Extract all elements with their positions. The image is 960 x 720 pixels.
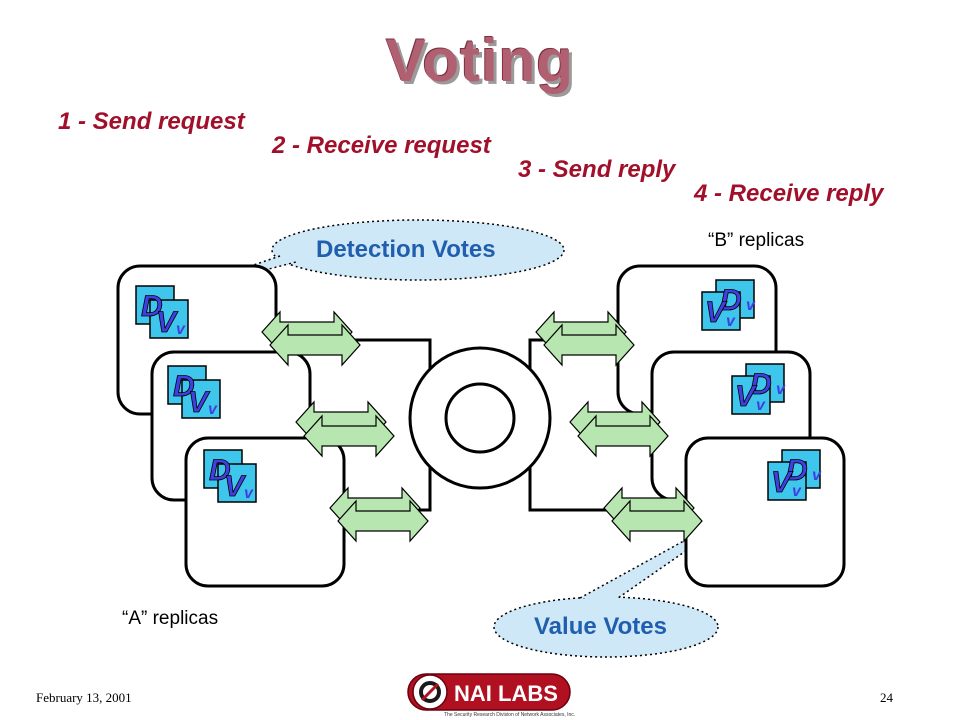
d-letter: D bbox=[786, 454, 808, 487]
page-number: 24 bbox=[880, 690, 893, 705]
v-letter: V bbox=[735, 380, 758, 413]
v-subscript: v bbox=[776, 381, 786, 398]
logo-name: NAI LABS bbox=[454, 681, 558, 706]
central-ring bbox=[408, 346, 552, 490]
step-receive-reply: 4 - Receive reply bbox=[694, 180, 884, 207]
v-letter: V bbox=[188, 386, 211, 419]
d-letter: D bbox=[141, 290, 163, 323]
v-letter: V bbox=[156, 306, 179, 339]
v-subscript: v bbox=[792, 483, 802, 500]
detection-votes-label: Detection Votes bbox=[316, 236, 496, 263]
v-subscript: v bbox=[176, 321, 186, 338]
v-letter: V bbox=[705, 296, 728, 329]
nai-labs-logo: NAI LABS The Security Research Division … bbox=[407, 673, 575, 718]
b-replicas-group bbox=[616, 264, 846, 588]
slide-title: Voting bbox=[385, 27, 575, 94]
value-votes-label: Value Votes bbox=[534, 613, 667, 640]
v-letter: V bbox=[771, 466, 794, 499]
v-subscript: v bbox=[208, 401, 218, 418]
v-subscript: v bbox=[746, 297, 756, 314]
dv-mark-a-1: D V v bbox=[135, 285, 189, 339]
v-subscript: v bbox=[244, 485, 254, 502]
dv-mark-a-3: D V v bbox=[203, 449, 257, 503]
dv-mark-b-1: D V v v bbox=[701, 279, 756, 331]
dv-mark-b-2: D V v v bbox=[731, 363, 786, 415]
v-subscript: v bbox=[812, 467, 822, 484]
step-send-request: 1 - Send request bbox=[58, 108, 245, 135]
footer-date: February 13, 2001 bbox=[36, 690, 132, 705]
b-replicas-label: “B” replicas bbox=[708, 230, 805, 251]
v-subscript: v bbox=[726, 313, 736, 330]
d-letter: D bbox=[720, 284, 742, 317]
v-letter: V bbox=[224, 470, 247, 503]
dv-mark-a-2: D V v bbox=[167, 365, 221, 419]
d-letter: D bbox=[750, 368, 772, 401]
a-replicas-label: “A” replicas bbox=[122, 608, 219, 629]
v-subscript: v bbox=[756, 397, 766, 414]
logo-tagline: The Security Research Division of Networ… bbox=[444, 712, 575, 718]
step-receive-request: 2 - Receive request bbox=[272, 132, 491, 159]
dv-mark-b-3: D V v v bbox=[767, 449, 822, 501]
d-letter: D bbox=[209, 454, 231, 487]
step-send-reply: 3 - Send reply bbox=[518, 156, 676, 183]
d-letter: D bbox=[173, 370, 195, 403]
